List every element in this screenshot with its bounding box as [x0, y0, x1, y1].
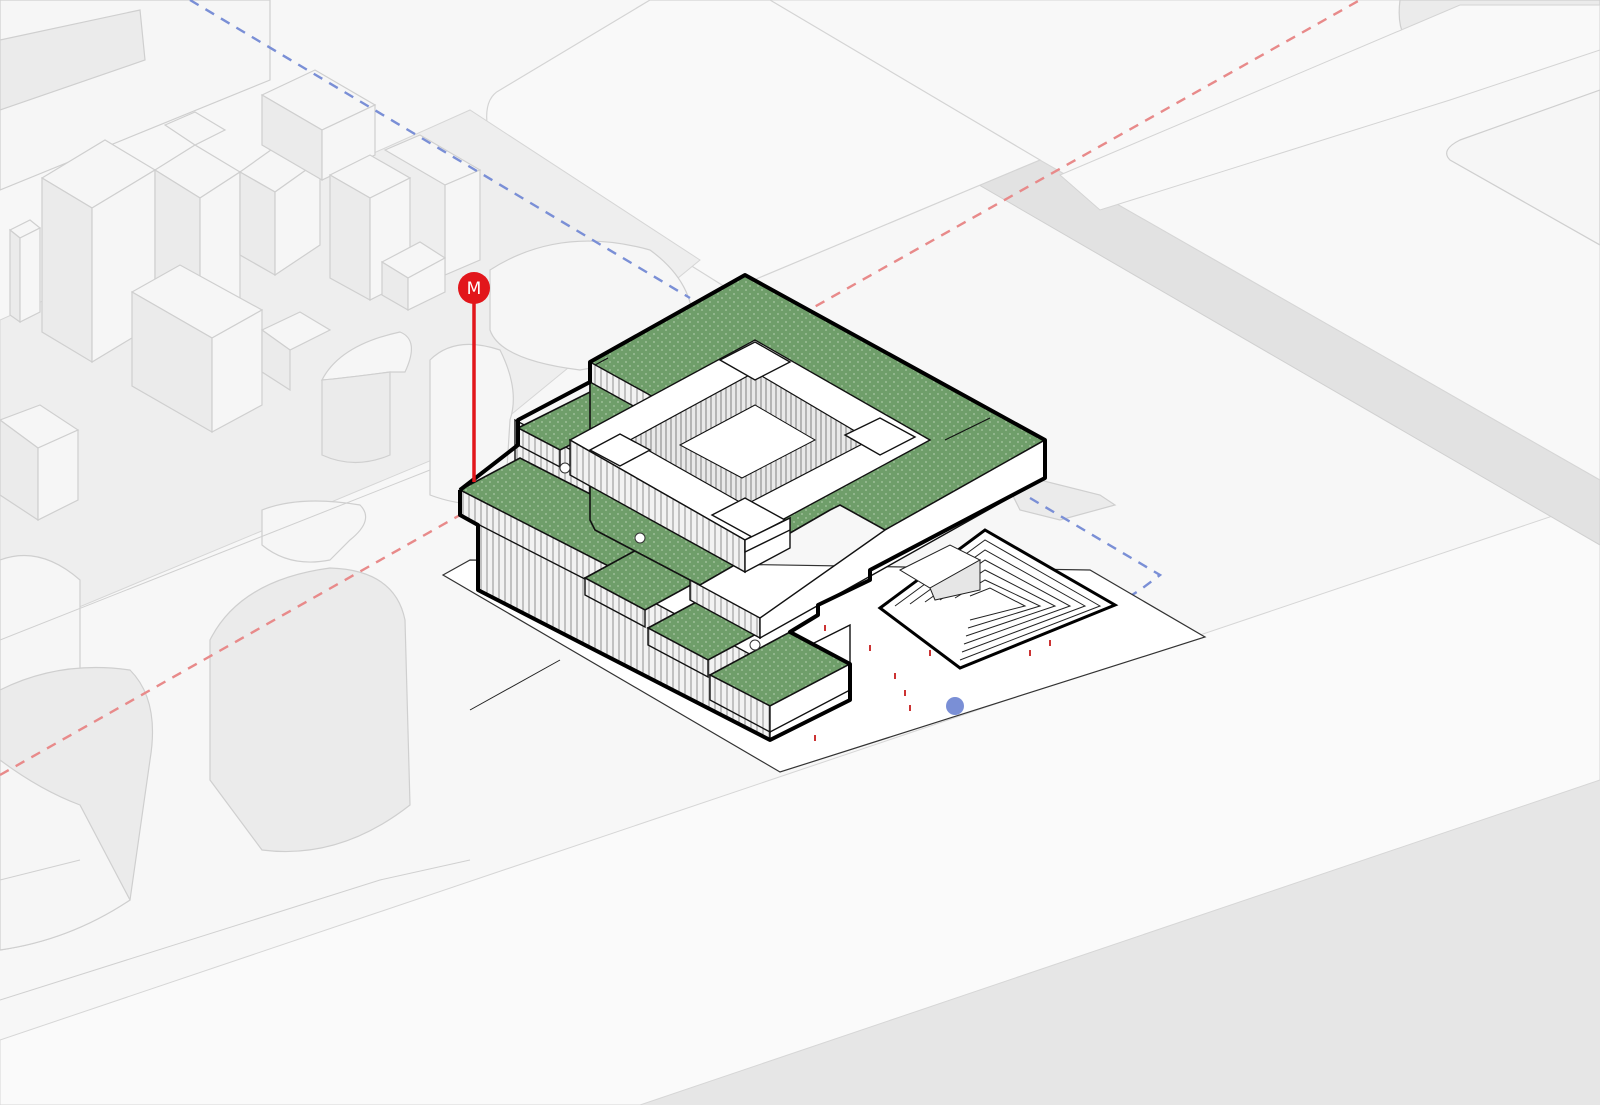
- bus-route-line: [189, 0, 691, 300]
- metro-route-line: [0, 513, 461, 777]
- bus-route-line-south: [954, 496, 1163, 707]
- amphitheater-steps: [877, 528, 1119, 670]
- people-figures: [814, 625, 1051, 741]
- context-towers: [0, 69, 482, 522]
- metro-label: M: [467, 279, 482, 299]
- context-rounded-buildings: [0, 240, 694, 951]
- metro-icon: [458, 272, 490, 304]
- route-lines: [0, 0, 1361, 777]
- bus-stop-icon: [946, 697, 964, 715]
- bus-stop-marker: [946, 697, 964, 715]
- library-building: [458, 273, 1047, 742]
- metro-marker: M: [458, 272, 490, 482]
- building-outline: [458, 273, 1047, 742]
